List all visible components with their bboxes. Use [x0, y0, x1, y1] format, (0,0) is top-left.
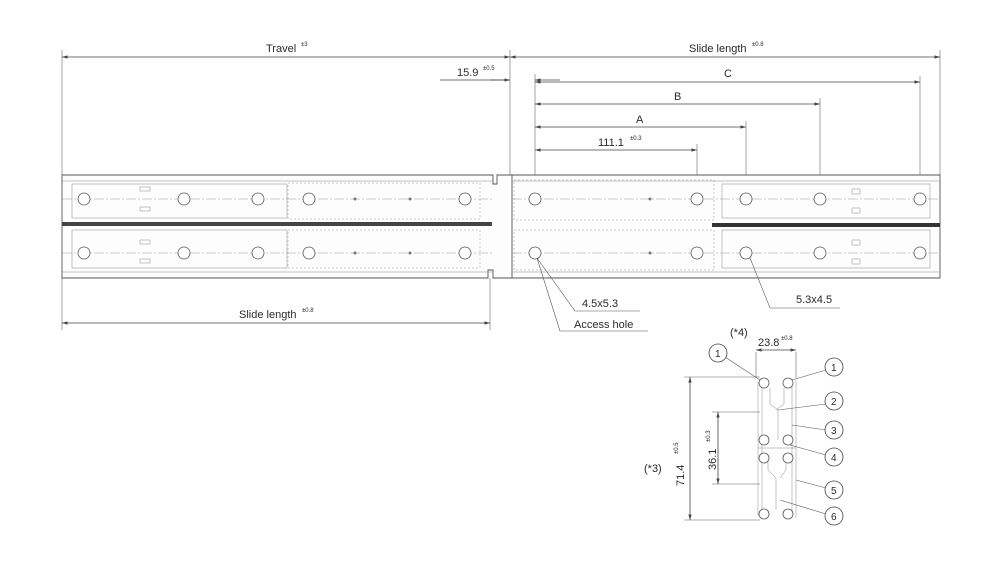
section-inner-label: 36.1 — [707, 449, 719, 470]
hole — [458, 192, 472, 206]
hole — [177, 192, 191, 206]
section-height-label: 71.4 — [675, 465, 687, 486]
part-number: 1 — [831, 363, 837, 374]
hole — [177, 246, 191, 260]
part-bubble: 4 — [789, 444, 844, 467]
offset-dimension: 15.9 ±0.5 — [440, 66, 560, 175]
part-number: 1 — [715, 349, 721, 360]
part-bubble: 3 — [791, 420, 844, 440]
pitch-dimension: 111.1 ±0.3 — [535, 136, 698, 195]
access-hole-callout: Access hole — [536, 257, 648, 332]
hole — [528, 246, 542, 260]
pitch-tolerance: ±0.3 — [630, 136, 642, 142]
part-number: 2 — [831, 397, 837, 408]
section-note-width: (*4) — [730, 327, 748, 339]
slide-length-top-dimension: Slide length ±0.8 — [509, 42, 941, 175]
part-number: 3 — [831, 426, 837, 437]
section-height-tolerance: ±0.5 — [674, 442, 680, 454]
hole — [251, 192, 265, 206]
part-number: 4 — [831, 453, 837, 464]
pitch-label: 111.1 — [598, 137, 624, 149]
slide-length-bottom-label: Slide length — [239, 309, 297, 321]
hole — [77, 192, 91, 206]
access-hole-label: Access hole — [574, 319, 633, 331]
hole-right-callout: 5.3x4.5 — [749, 257, 840, 309]
hole — [913, 192, 927, 206]
travel-tolerance: ±3 — [301, 42, 308, 48]
slide-length-bottom-tolerance: ±0.8 — [302, 308, 314, 314]
cross-section: (*4) (*3) 23.8 ±0.8 71.4 ±0.5 36.1 ±0.3 — [644, 327, 844, 526]
hole — [77, 246, 91, 260]
hole-left-label: 4.5x5.3 — [582, 298, 618, 310]
a-label: A — [636, 114, 644, 126]
hole — [302, 246, 316, 260]
part-number: 6 — [831, 512, 837, 523]
slide-left-section — [61, 174, 516, 279]
mounting-holes — [77, 192, 927, 260]
part-number: 5 — [831, 486, 837, 497]
hole — [739, 246, 753, 260]
hole — [458, 246, 472, 260]
hole — [690, 246, 704, 260]
offset-tolerance: ±0.5 — [483, 66, 495, 72]
hole — [913, 246, 927, 260]
c-label: C — [724, 68, 732, 80]
section-width-tolerance: ±0.8 — [781, 336, 793, 342]
hole-right-label: 5.3x4.5 — [796, 294, 832, 306]
offset-label: 15.9 — [457, 67, 478, 79]
slide-length-bottom-dimension: Slide length ±0.8 — [61, 278, 491, 330]
hole — [813, 246, 827, 260]
part-bubble: 2 — [777, 391, 844, 411]
slide-right-section — [511, 174, 941, 279]
hole — [690, 192, 704, 206]
slide-length-top-label: Slide length — [689, 43, 747, 55]
hole — [302, 192, 316, 206]
travel-dimension: Travel ±3 — [61, 42, 510, 175]
section-note-height: (*3) — [644, 463, 662, 475]
section-inner-tolerance: ±0.3 — [706, 430, 712, 442]
part-bubble: 6 — [779, 499, 844, 526]
part-bubble: 1 — [791, 357, 844, 381]
part-bubble: 1 — [708, 343, 761, 381]
hole — [739, 192, 753, 206]
part-bubble: 5 — [795, 479, 844, 500]
hole — [813, 192, 827, 206]
hole — [528, 192, 542, 206]
slide-length-top-tolerance: ±0.8 — [752, 42, 764, 48]
b-label: B — [674, 91, 681, 103]
hole — [251, 246, 265, 260]
travel-label: Travel — [266, 43, 296, 55]
section-width-label: 23.8 — [758, 337, 779, 349]
hole-left-callout: 4.5x5.3 — [536, 257, 640, 312]
